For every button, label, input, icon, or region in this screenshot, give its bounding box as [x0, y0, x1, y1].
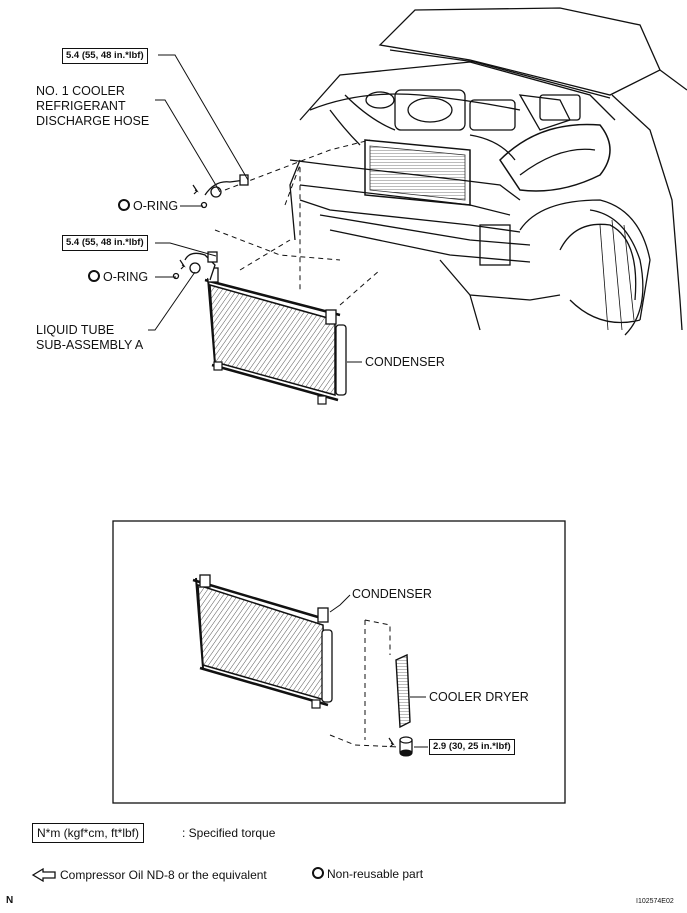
inset-frame [112, 520, 566, 804]
corner-letter: N [6, 895, 14, 906]
label-oring-2-text: O-RING [103, 270, 149, 284]
torque-spec-discharge-hose: 5.4 (55, 48 in.*lbf) [62, 48, 148, 64]
vehicle-front-illustration [289, 7, 687, 336]
label-discharge-hose-line-2: REFRIGERANT [36, 99, 126, 113]
label-oring-2: O-RING [88, 270, 148, 285]
label-liquid-tube: LIQUID TUBE SUB-ASSEMBLY A [36, 323, 143, 353]
condenser-inset [192, 574, 333, 709]
label-discharge-hose: NO. 1 COOLER REFRIGERANT DISCHARGE HOSE [36, 84, 149, 129]
legend-oil-desc: Compressor Oil ND-8 or the equivalent [60, 868, 267, 882]
exploded-view-leaders [214, 139, 381, 306]
oil-drop-icon [31, 867, 56, 883]
discharge-hose-fitting [192, 174, 249, 209]
torque-spec-cooler-dryer-plug: 2.9 (30, 25 in.*lbf) [429, 739, 515, 755]
oring-icon [118, 199, 130, 211]
label-liquid-tube-line-1: LIQUID TUBE [36, 323, 115, 337]
oring-icon [312, 867, 324, 879]
label-discharge-hose-line-1: NO. 1 COOLER [36, 84, 125, 98]
legend-torque-desc: : Specified torque [182, 826, 276, 840]
label-liquid-tube-line-2: SUB-ASSEMBLY A [36, 338, 144, 352]
oring-icon [88, 270, 100, 282]
legend-torque-unit: N*m (kgf*cm, ft*lbf) [32, 823, 145, 843]
legend-nonreusable: Non-reusable part [312, 867, 423, 881]
label-condenser-inset: CONDENSER [352, 587, 432, 601]
label-discharge-hose-line-3: DISCHARGE HOSE [36, 114, 150, 128]
label-leaders [148, 54, 362, 363]
label-condenser-top: CONDENSER [365, 355, 445, 369]
legend-nonreusable-text: Non-reusable part [327, 867, 424, 881]
torque-spec-liquid-tube: 5.4 (55, 48 in.*lbf) [62, 235, 148, 251]
cooler-dryer [388, 653, 413, 757]
label-cooler-dryer: COOLER DRYER [429, 690, 529, 704]
label-oring-1: O-RING [118, 199, 178, 214]
condenser-top [204, 267, 347, 405]
figure-id: I102574E02 [636, 898, 674, 905]
liquid-tube-fitting [172, 251, 218, 281]
inset-leaders [329, 594, 428, 748]
label-oring-1-text: O-RING [133, 199, 179, 213]
